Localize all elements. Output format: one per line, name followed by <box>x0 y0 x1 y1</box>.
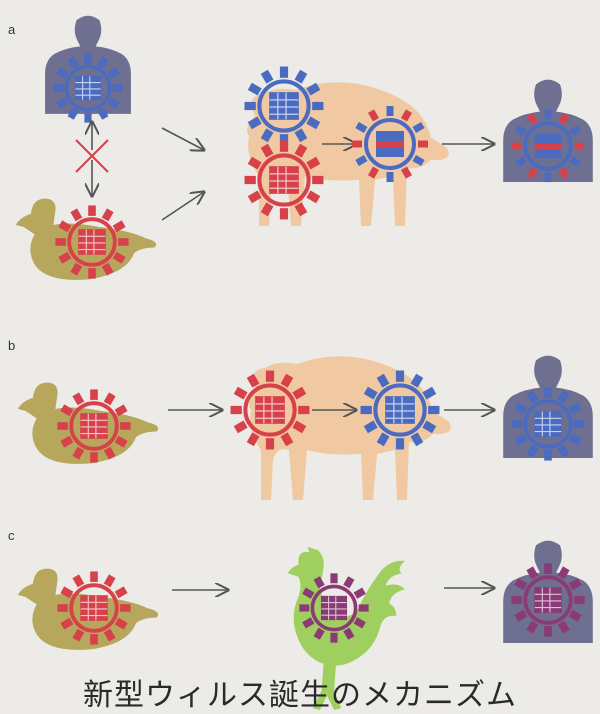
caption: 新型ウィルス誕生のメカニズム <box>0 670 600 714</box>
arrow-duck-to-pig-a <box>162 192 204 220</box>
arrow-human-to-pig-a <box>162 128 204 150</box>
